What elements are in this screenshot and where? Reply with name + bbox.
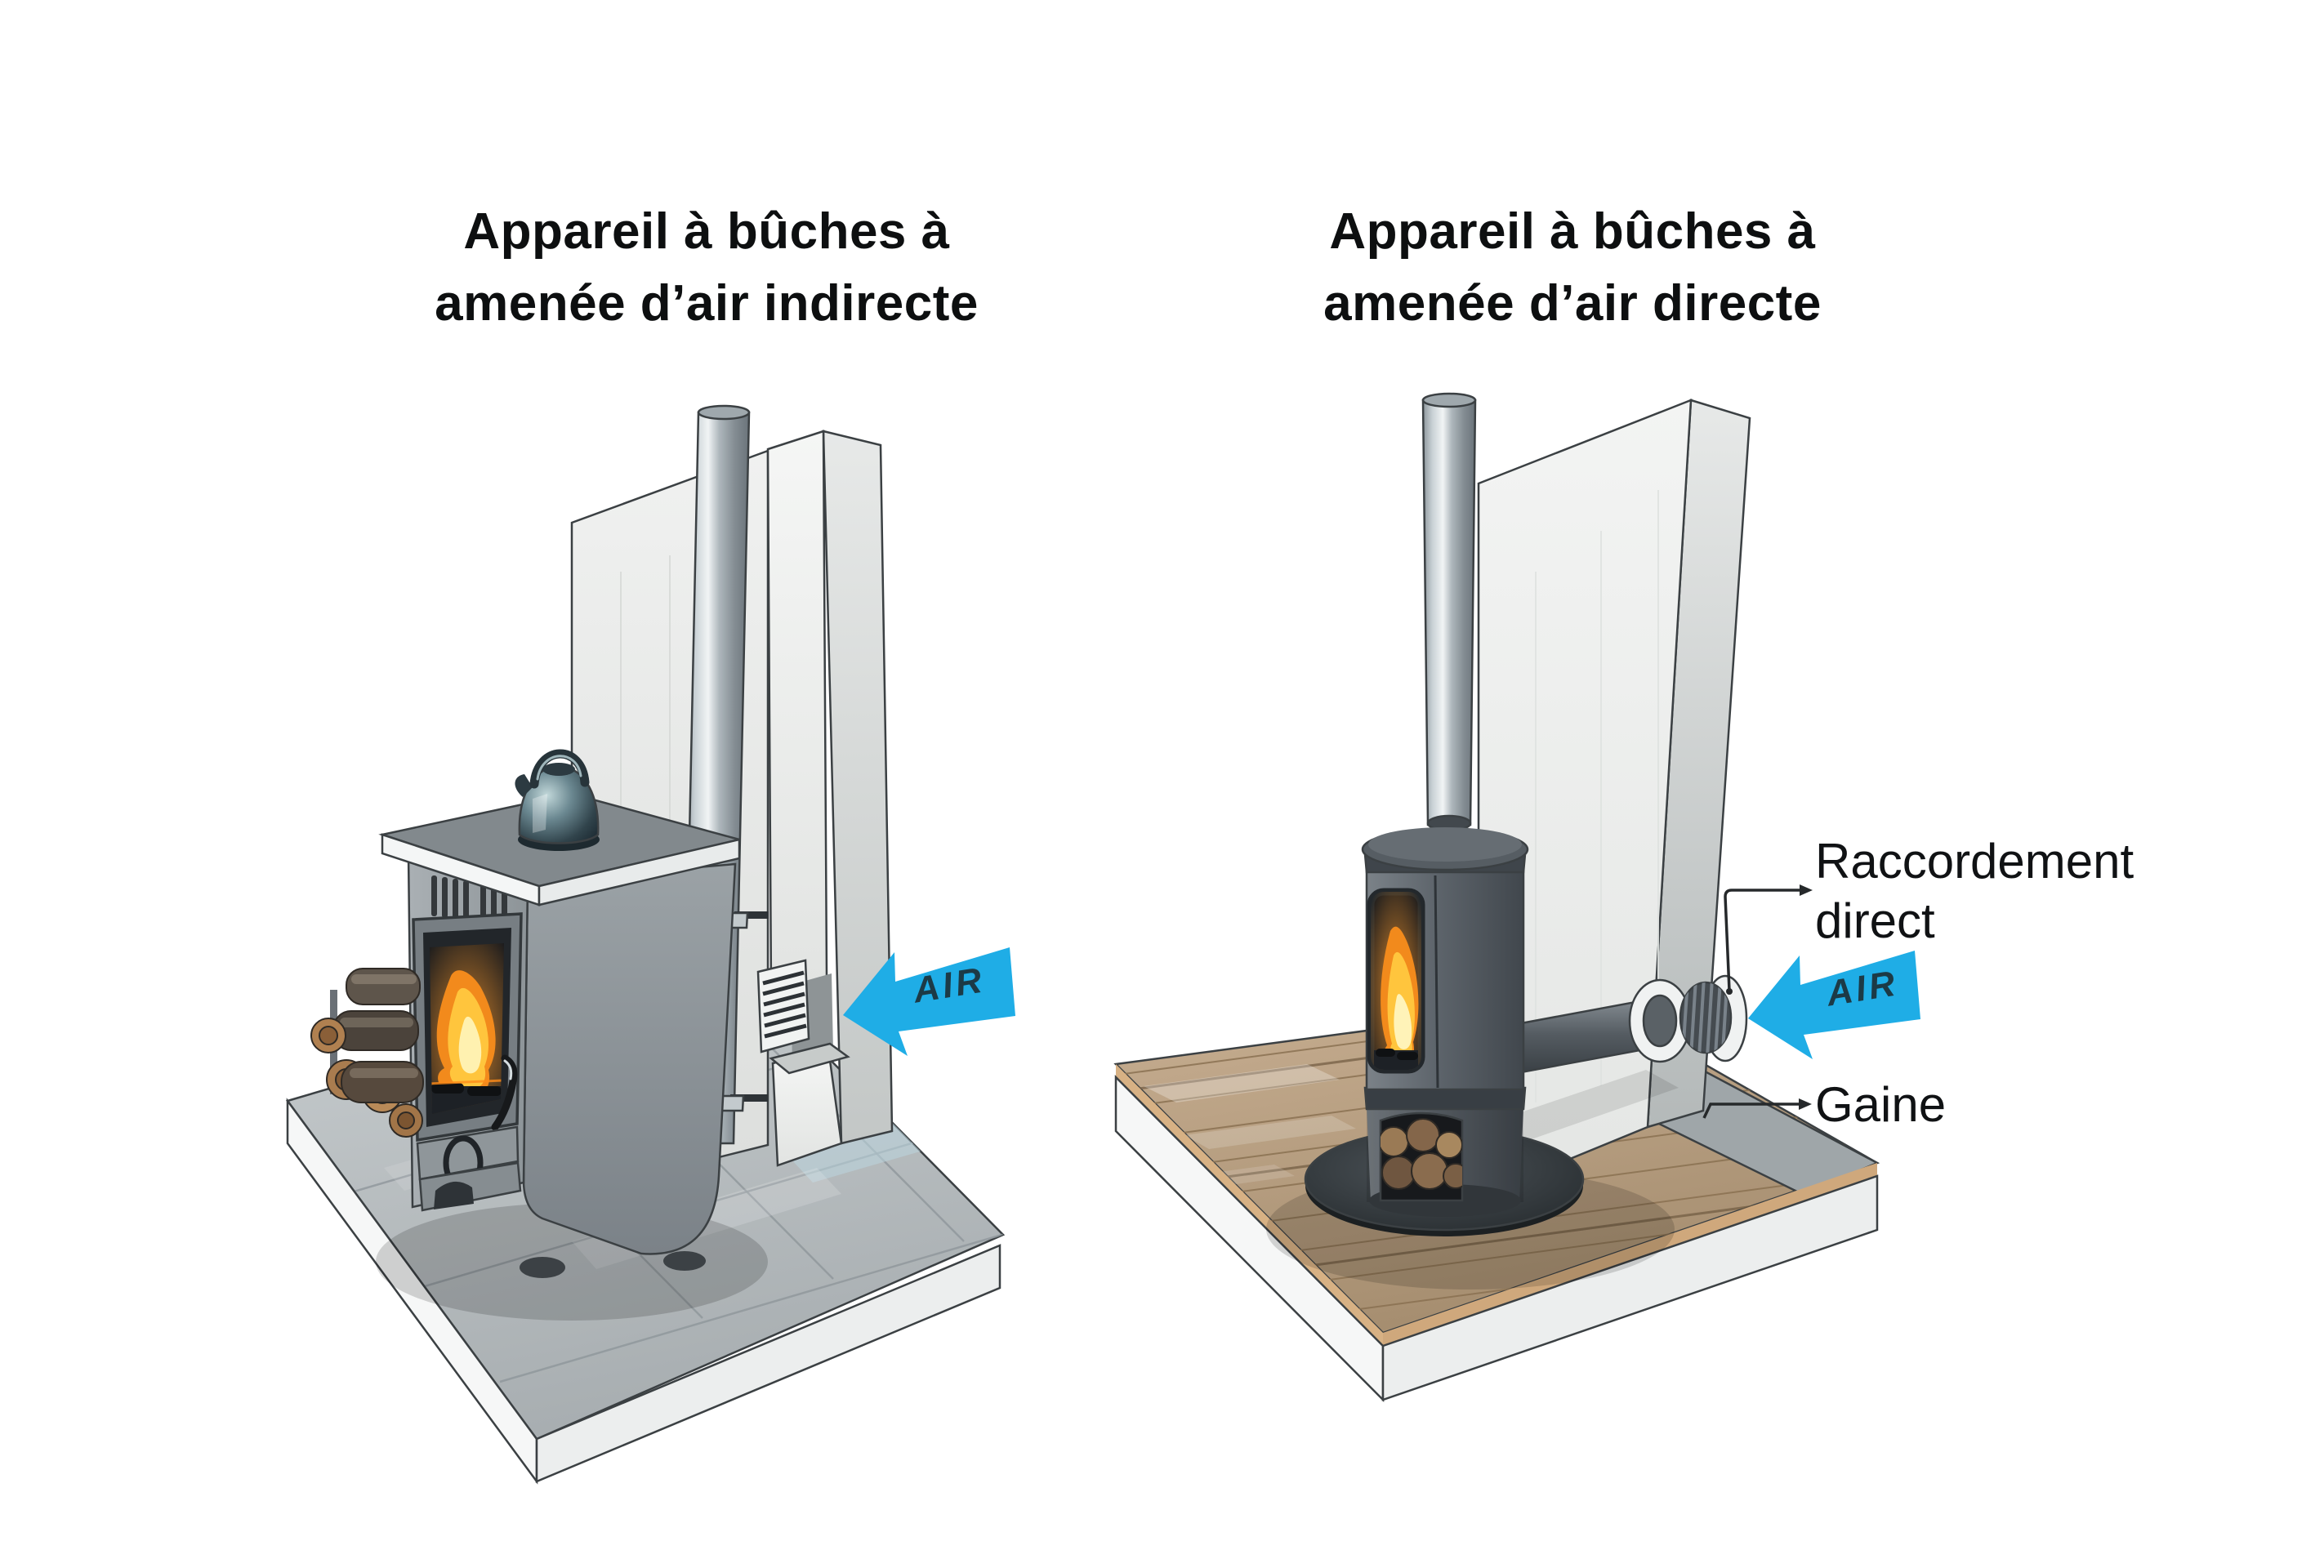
fire xyxy=(1371,892,1421,1070)
log-storage xyxy=(1379,1111,1464,1202)
right-panel-title: Appareil à bûches à amenée d’air directe xyxy=(1323,203,1822,332)
wall-bracket xyxy=(734,911,769,919)
chimney-pipe xyxy=(1421,392,1477,832)
raccordement-direct-label: Raccordement direct xyxy=(1815,834,2134,949)
kettle-handle xyxy=(529,749,590,789)
plinth-arch xyxy=(434,1181,474,1209)
stove-door xyxy=(412,912,523,1143)
leader-arrowhead xyxy=(1800,884,1813,896)
wall-bracket xyxy=(730,1094,768,1102)
left-panel-title: Appareil à bûches à amenée d’air indirec… xyxy=(435,203,979,332)
kettle xyxy=(515,749,600,851)
kettle-spout xyxy=(515,774,533,797)
log-pile xyxy=(310,968,424,1138)
leader-raccordement xyxy=(1724,889,1800,991)
door-handle xyxy=(491,1054,518,1131)
stove-foot xyxy=(520,1257,565,1278)
door-seam xyxy=(1434,875,1439,1089)
stove-side-panel xyxy=(522,862,737,1255)
stove-foot xyxy=(663,1251,706,1271)
air-duct-column xyxy=(756,430,894,1167)
heat-vents xyxy=(431,875,507,927)
air-arrow-icon xyxy=(843,947,1015,1056)
gaine-label: Gaine xyxy=(1815,1077,1947,1132)
right-diagram xyxy=(1113,392,1920,1403)
air-arrow-icon xyxy=(1748,951,1920,1059)
fire-window xyxy=(1367,888,1425,1074)
opening-ledge xyxy=(769,1042,850,1075)
leader-arrowhead xyxy=(1799,1098,1812,1110)
fire xyxy=(430,943,504,1114)
duct-flange xyxy=(1628,978,1692,1063)
exterior-vent-cap-icon xyxy=(1679,974,1748,1062)
leader-gaine xyxy=(1702,1102,1799,1119)
cylindrical-stove xyxy=(1361,827,1529,1217)
wood-stove xyxy=(378,749,741,1278)
vent-grille-icon xyxy=(756,959,810,1054)
annotation-leaders xyxy=(1702,884,1813,1119)
direct-air-duct xyxy=(1519,974,1748,1074)
left-diagram xyxy=(285,404,1015,1485)
stove-base-ring xyxy=(1363,1086,1527,1111)
